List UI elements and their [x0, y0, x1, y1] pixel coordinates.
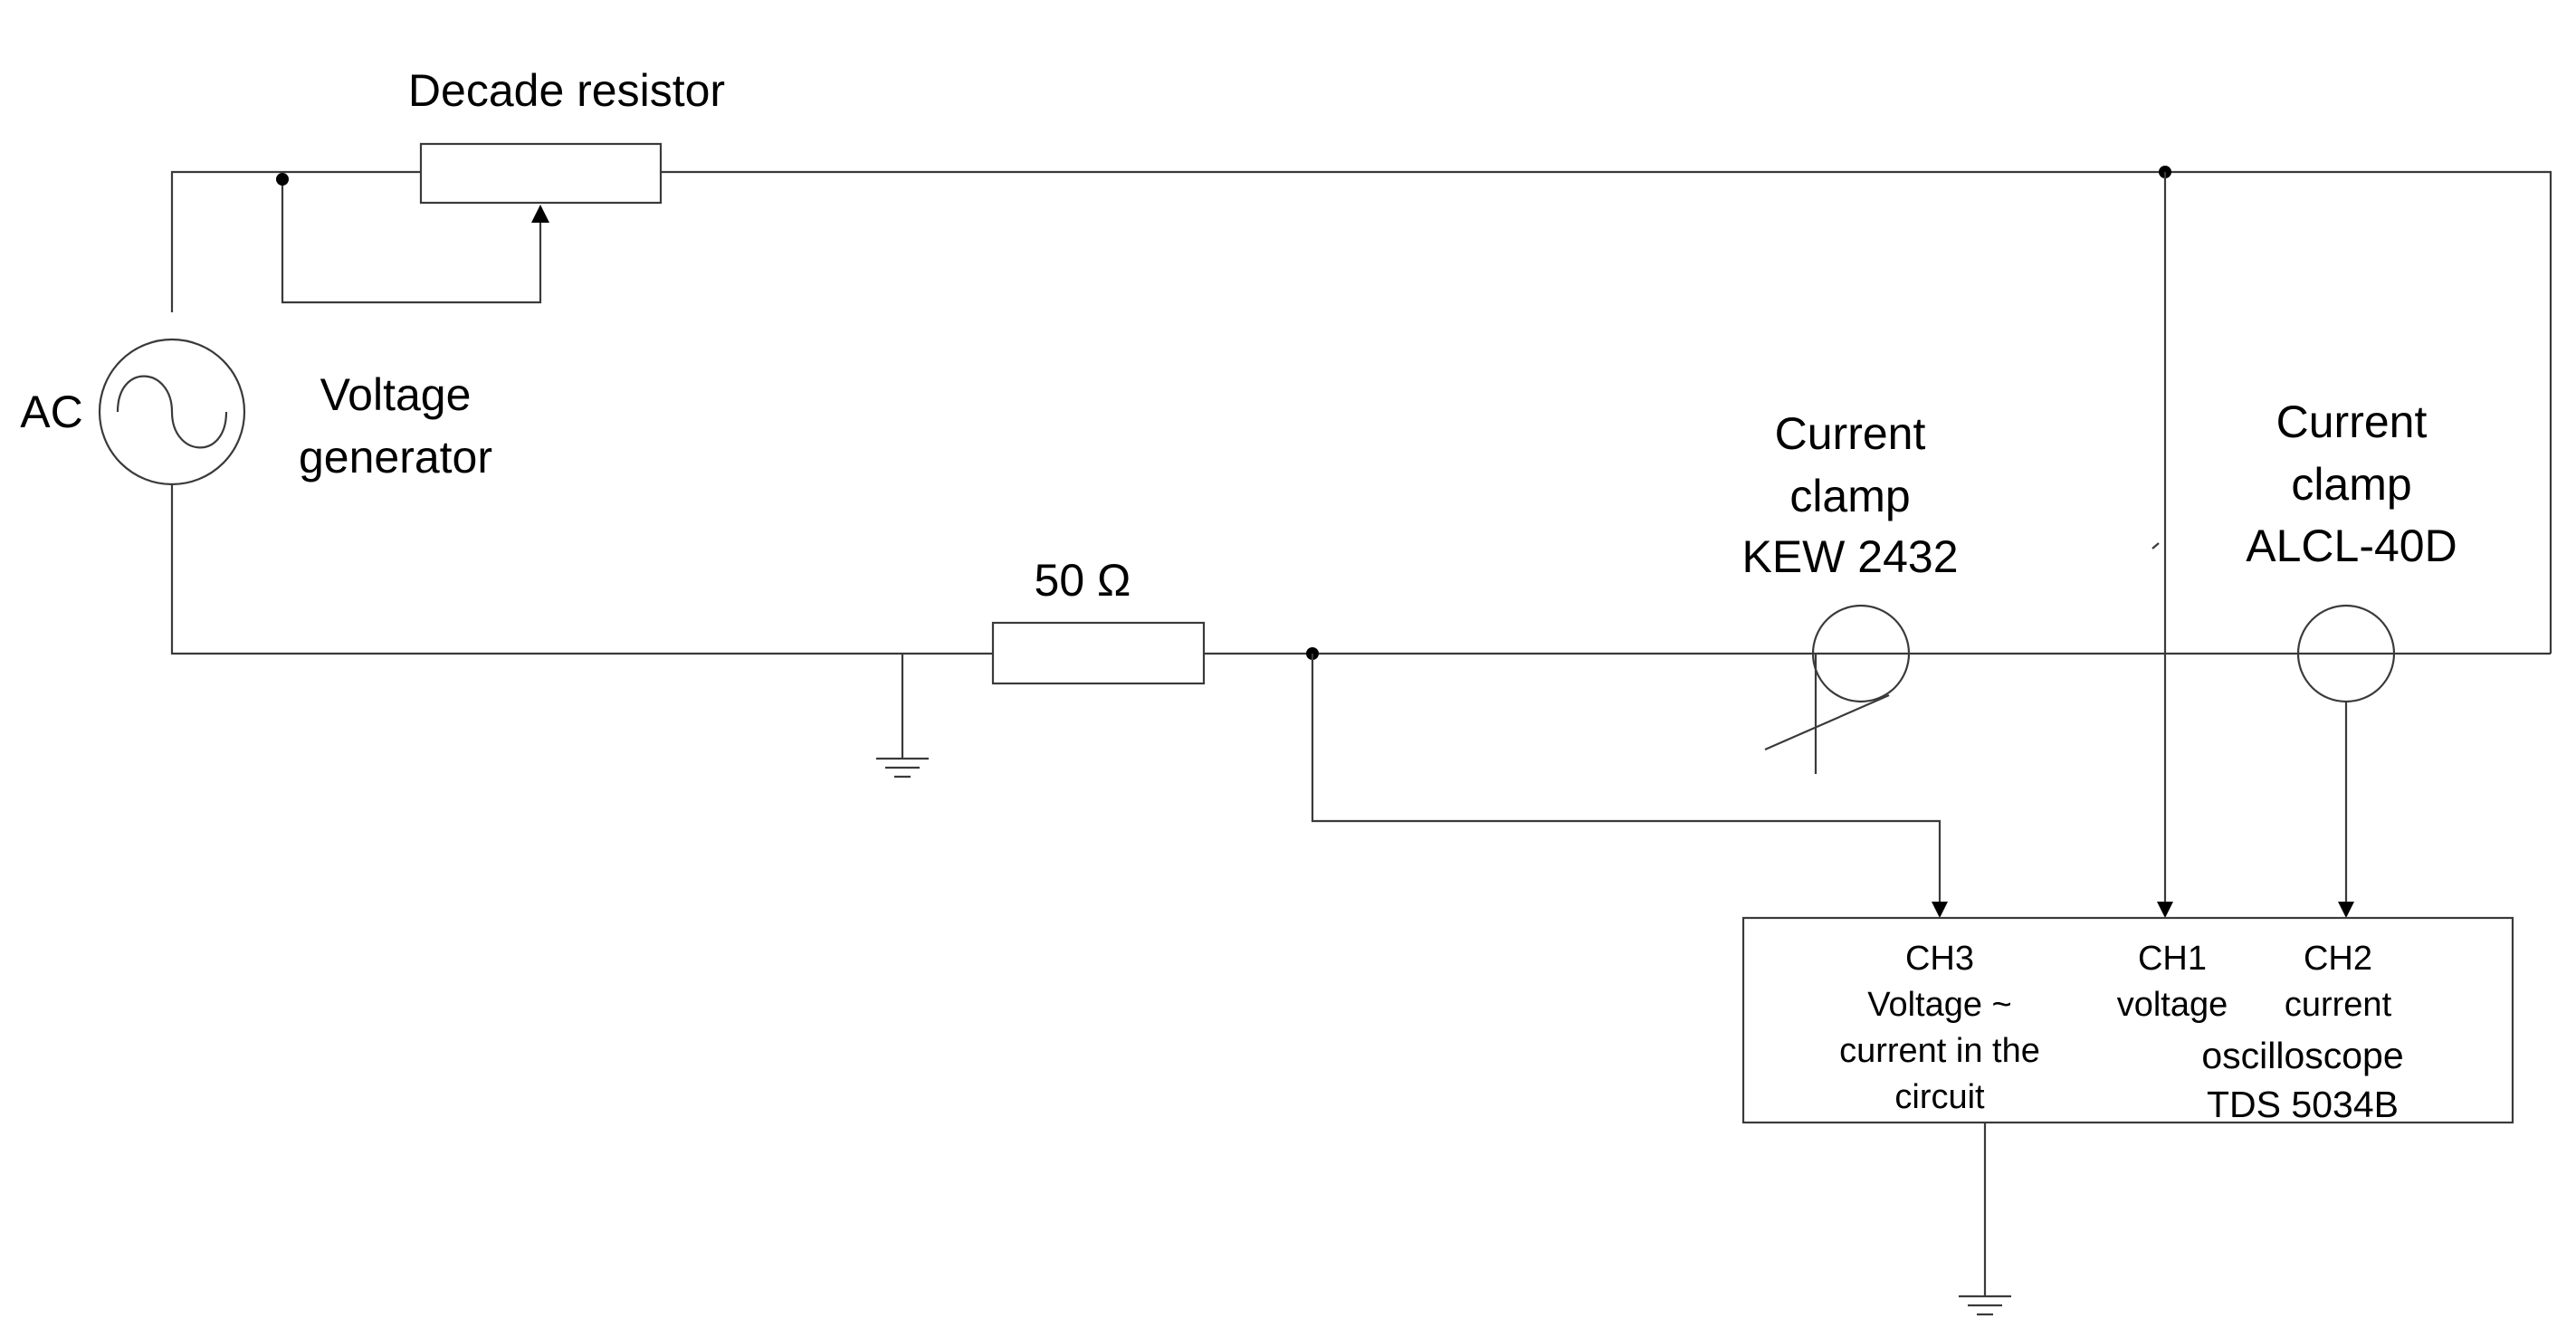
ch2-desc: current: [2285, 986, 2392, 1024]
ch1-desc: voltage: [2117, 986, 2228, 1024]
ch2-arrow: [2338, 902, 2354, 918]
clamp-alcl-label-line2: clamp: [2291, 459, 2411, 510]
oscilloscope-ground: [1959, 1123, 2011, 1316]
ch1-tick: [2151, 542, 2160, 549]
clamp-alcl-label-line3: ALCL-40D: [2246, 521, 2457, 571]
oscilloscope-name-line1: oscilloscope: [2201, 1035, 2403, 1076]
resistor-50-ohm-label: 50 Ω: [1035, 555, 1131, 606]
clamp-alcl-label-line1: Current: [2276, 396, 2428, 447]
ac-label: AC: [20, 387, 82, 437]
oscilloscope-box: [1741, 916, 2514, 1124]
junction-dot-top-left: [276, 173, 289, 186]
ch2-label: CH2: [2304, 940, 2372, 978]
clamp-kew-lead: [1764, 654, 1890, 774]
top-wire: [170, 170, 2552, 654]
voltage-generator-label-line2: generator: [299, 432, 492, 482]
ch3-lead: [1311, 654, 1942, 905]
decade-resistor-label: Decade resistor: [408, 65, 725, 116]
oscilloscope-name-line2: TDS 5034B: [2207, 1084, 2399, 1125]
ch1-arrow: [2157, 902, 2173, 918]
wiper-arrow: [531, 205, 549, 223]
clamp-kew-label-line1: Current: [1775, 408, 1926, 459]
left-wire-bottom: [170, 484, 993, 655]
ch3-arrow: [1932, 902, 1948, 918]
decade-resistor: [419, 142, 663, 205]
ch3-desc-line2: current in the: [1839, 1032, 2040, 1070]
ch3-label: CH3: [1905, 940, 1974, 978]
ac-sine-icon: [116, 375, 228, 449]
ch1-label: CH1: [2138, 940, 2207, 978]
ground-left: [876, 654, 929, 779]
voltage-generator-label-line1: Voltage: [320, 369, 472, 420]
clamp-kew-label-line3: KEW 2432: [1741, 531, 1958, 582]
clamp-kew-label-line2: clamp: [1789, 471, 1910, 521]
ch3-desc-line1: Voltage ~: [1867, 986, 2012, 1024]
resistor-50-ohm: [991, 621, 1206, 685]
ch3-desc-line3: circuit: [1894, 1078, 1985, 1116]
decade-resistor-wiper: [281, 179, 542, 304]
current-clamp-kew-2432: [1811, 604, 1911, 703]
